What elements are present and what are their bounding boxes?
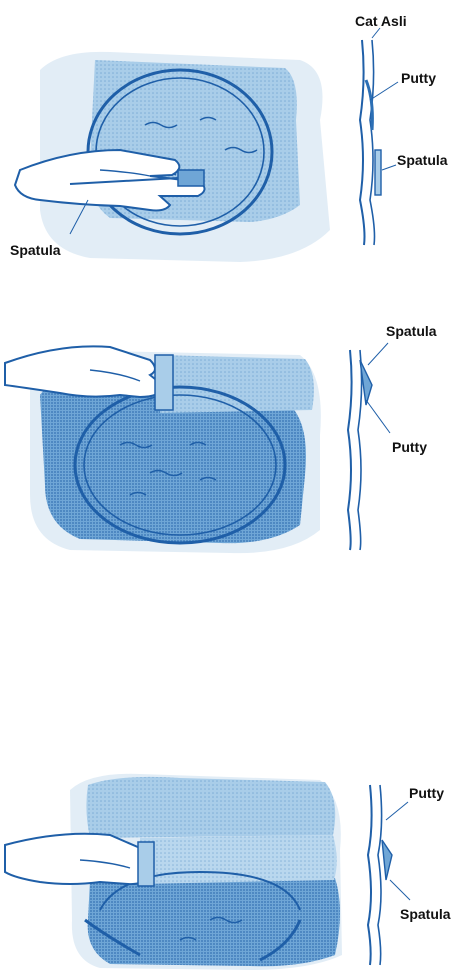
spatula-icon — [155, 355, 173, 410]
label-putty: Putty — [409, 785, 444, 801]
step-3-illustration — [0, 760, 468, 975]
spatula-icon — [138, 842, 154, 886]
wall-cross-section — [348, 350, 372, 550]
wall-cross-section — [360, 40, 381, 245]
step-3-panel: Putty Spatula — [0, 760, 468, 975]
label-spatula: Spatula — [386, 323, 437, 339]
step-1-illustration — [0, 0, 468, 290]
wall-cross-section — [368, 785, 392, 965]
label-spatula: Spatula — [400, 906, 451, 922]
step-1-panel: Cat Asli Putty Spatula Spatula — [0, 0, 468, 290]
label-spatula-main: Spatula — [10, 242, 61, 258]
label-spatula-side: Spatula — [397, 152, 448, 168]
label-cat-asli: Cat Asli — [355, 13, 407, 29]
step-2-panel: Spatula Putty — [0, 315, 468, 565]
label-putty: Putty — [401, 70, 436, 86]
label-putty: Putty — [392, 439, 427, 455]
